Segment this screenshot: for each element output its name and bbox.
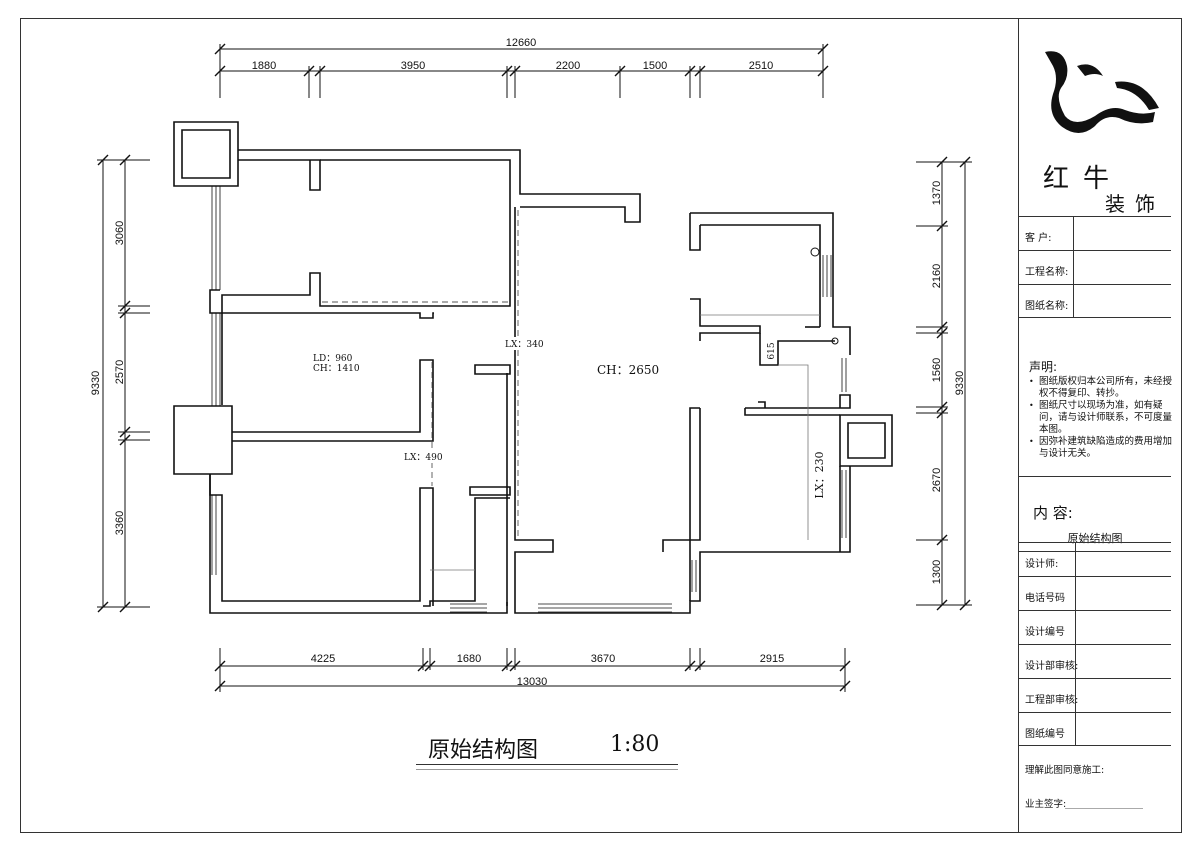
field-design-number-label: 设计编号 [1025, 627, 1065, 638]
owner-signature-line [1065, 808, 1143, 809]
field-design-review-label: 设计部审核: [1025, 661, 1079, 672]
dim-top-segment: 2200 [555, 60, 581, 72]
field-divider [1075, 713, 1076, 745]
field-divider [1075, 543, 1076, 576]
field-project: 工程名称: [1019, 250, 1171, 284]
field-client: 客 户: [1019, 216, 1171, 250]
dim-bottom-segment: 2915 [759, 653, 785, 665]
field-drawing-name-label: 图纸名称: [1025, 301, 1069, 312]
brand-name-line1: 红牛 [1043, 164, 1124, 194]
annotation-ch-small: CH：1410 [313, 364, 360, 374]
annotation-lx340: LX：340 [505, 337, 544, 350]
title-underline [416, 764, 678, 770]
declaration-item: 因弥补建筑缺陷造成的费用增加与设计无关。 [1029, 436, 1179, 460]
drawing-scale: 1:80 [610, 732, 660, 757]
field-divider [1073, 217, 1074, 250]
field-divider [1075, 679, 1076, 712]
field-project-label: 工程名称: [1025, 267, 1069, 278]
dim-left-segment: 2570 [114, 359, 126, 385]
dim-top-segment: 1880 [251, 60, 277, 72]
content-section [1019, 476, 1171, 552]
field-client-label: 客 户: [1025, 233, 1052, 244]
field-divider [1075, 645, 1076, 678]
field-engineering-review-label: 工程部审核: [1025, 695, 1079, 706]
drawing-title: 原始结构图 [428, 738, 539, 763]
dim-bottom-segment: 4225 [310, 653, 336, 665]
dim-left-segment: 3360 [114, 510, 126, 536]
declaration-title: 声明: [1029, 360, 1058, 374]
declaration-item: 图纸版权归本公司所有，未经授权不得复印、转抄。 [1029, 376, 1179, 400]
annotation-ch-main: CH：2650 [597, 363, 660, 377]
field-divider [1073, 251, 1074, 284]
field-designer-label: 设计师: [1025, 559, 1059, 570]
approval-label: 理解此图同意施工: [1025, 765, 1105, 776]
annotation-ld: LD：960 [313, 354, 353, 364]
red-bull-logo-icon [1045, 51, 1159, 133]
dim-top-segment: 2510 [748, 60, 774, 72]
annotation-615: 615 [767, 342, 777, 360]
dim-top-total: 12660 [505, 37, 537, 49]
field-drawing-name: 图纸名称: [1019, 284, 1171, 318]
field-drawing-number-label: 图纸编号 [1025, 729, 1065, 740]
field-phone: 电话号码 [1019, 576, 1171, 610]
brand-logo: 红牛 装饰 [1019, 18, 1183, 216]
brand-name-line2: 装饰 [1105, 192, 1165, 216]
field-design-number: 设计编号 [1019, 610, 1171, 644]
title-block: 红牛 装饰 客 户: 工程名称: 图纸名称: 声明: 图纸版权归本公司所有，未经… [1018, 18, 1182, 833]
dim-right-segment: 1300 [931, 559, 943, 585]
field-designer: 设计师: [1019, 542, 1171, 576]
dim-top-segment: 3950 [400, 60, 426, 72]
annotation-lx490: LX：490 [404, 450, 443, 463]
annotation-lx230: LX：230 [813, 451, 826, 499]
dim-bottom-total: 13030 [516, 676, 548, 688]
dim-right-total: 9330 [954, 370, 966, 396]
dim-right-segment: 2160 [931, 263, 943, 289]
dim-right-segment: 1370 [931, 180, 943, 206]
dim-right-segment: 1560 [931, 357, 943, 383]
field-divider [1075, 611, 1076, 644]
declaration-item: 图纸尺寸以现场为准，如有疑问，请与设计师联系，不可度量本图。 [1029, 400, 1179, 436]
dim-right-segment: 2670 [931, 467, 943, 493]
content-label: 内 容: [1033, 504, 1073, 522]
dim-left-segment: 3060 [114, 220, 126, 246]
field-divider [1073, 285, 1074, 317]
owner-signature-label: 业主签字: [1025, 799, 1067, 810]
field-divider [1075, 577, 1076, 610]
dim-left-total: 9330 [90, 370, 102, 396]
drawing-sheet-border [20, 18, 1182, 833]
dim-bottom-segment: 1680 [456, 653, 482, 665]
dim-top-segment: 1500 [642, 60, 668, 72]
field-drawing-number: 图纸编号 [1019, 712, 1171, 746]
field-phone-label: 电话号码 [1025, 593, 1065, 604]
field-design-review: 设计部审核: [1019, 644, 1171, 678]
content-value: 原始结构图 [1067, 532, 1123, 545]
declaration-list: 图纸版权归本公司所有，未经授权不得复印、转抄。 图纸尺寸以现场为准，如有疑问，请… [1029, 376, 1179, 460]
dim-bottom-segment: 3670 [590, 653, 616, 665]
field-engineering-review: 工程部审核: [1019, 678, 1171, 712]
